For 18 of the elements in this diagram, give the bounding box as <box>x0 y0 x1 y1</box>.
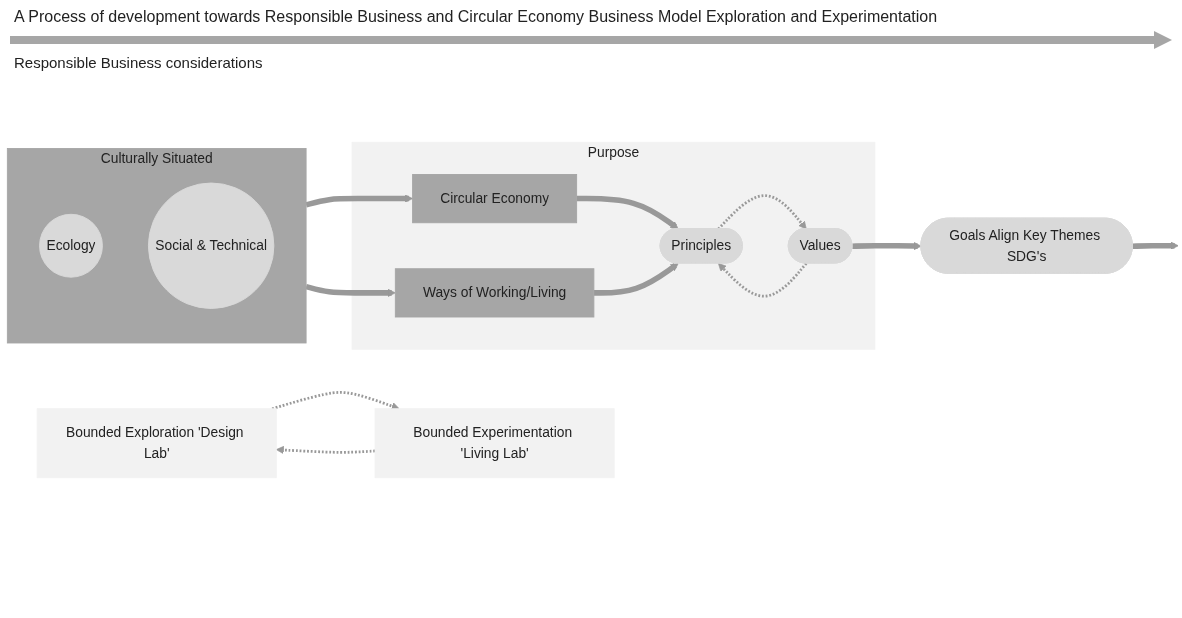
arrow <box>1132 241 1179 250</box>
node-circle: Ecology <box>39 213 103 278</box>
node-box: Bounded Exploration 'Design Lab' <box>36 408 277 479</box>
arrow <box>593 263 679 296</box>
arrow <box>717 194 807 230</box>
node-box: Ways of Working/Living <box>394 268 595 318</box>
arrow <box>576 195 679 230</box>
node-box: Circular Economy <box>412 174 578 224</box>
arrow <box>305 194 413 208</box>
arrow <box>275 445 376 455</box>
arrow <box>718 262 808 298</box>
arrow <box>852 242 922 251</box>
arrow <box>271 391 400 411</box>
arrow <box>305 283 396 297</box>
node-box: Bounded Experimentation 'Living Lab' <box>374 408 615 479</box>
diagram-title: A Process of development towards Responsible Business and Circular Economy Business Model Exploration and Experimentation <box>14 8 939 26</box>
node-circle: Social & Technical <box>147 182 275 309</box>
section-label: Responsible Business considerations <box>14 54 264 71</box>
